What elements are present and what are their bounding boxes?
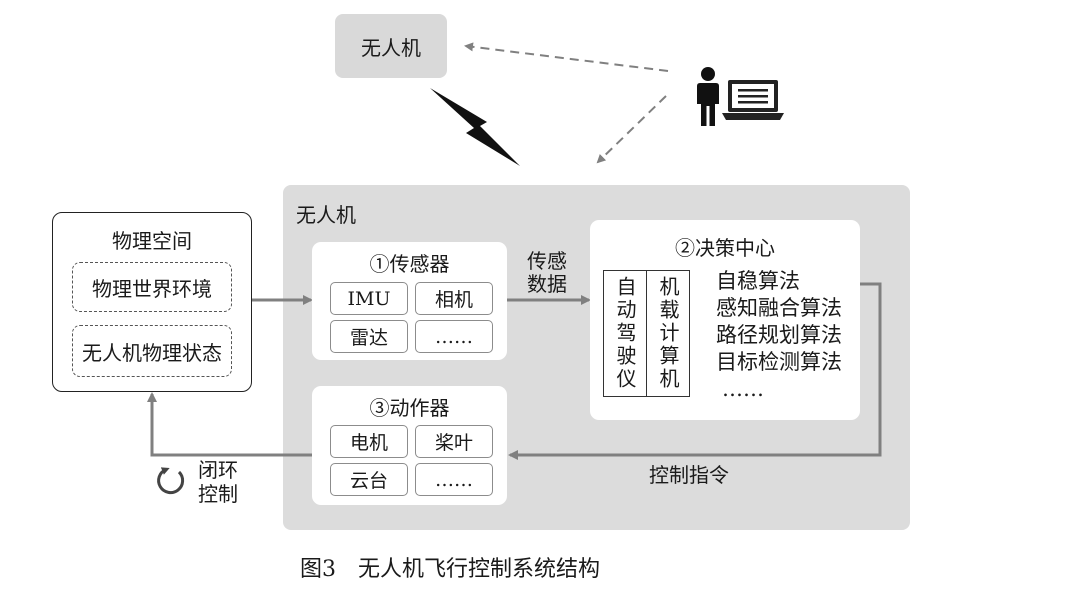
physical-world-environment-label: 物理世界环境 (92, 276, 212, 301)
decision-center-box: ②决策中心 自动驾驶仪 机载计算机 自稳算法 感知融合算法 路径规划算法 目标检… (590, 220, 860, 420)
person-icon (697, 67, 719, 126)
physical-space-title: 物理空间 (112, 229, 192, 253)
algorithm-perception-fusion: 感知融合算法 (716, 296, 842, 320)
sensor-radar: 雷达 (330, 320, 408, 353)
top-drone-label: 无人机 (361, 35, 421, 60)
drone-physical-state-label: 无人机物理状态 (82, 340, 222, 365)
cycle-arrow-icon (157, 467, 185, 495)
decision-modules: 自动驾驶仪 机载计算机 (603, 270, 690, 397)
sensor-radar-label: 雷达 (349, 327, 388, 349)
physical-space-box: 物理空间 物理世界环境 无人机物理状态 (52, 212, 252, 392)
autopilot-module: 自动驾驶仪 (604, 271, 646, 396)
closed-loop-label-line1: 闭环 (198, 458, 238, 482)
actuator-more: …… (415, 463, 493, 496)
sensor-imu-label: IMU (347, 287, 391, 310)
algorithm-object-detection: 目标检测算法 (716, 350, 842, 374)
sensor-more: …… (415, 320, 493, 353)
sensors-box: ①传感器 IMU 相机 雷达 …… (312, 242, 507, 360)
operator-to-system-dashed-arrow (596, 95, 667, 164)
actuator-gimbal-label: 云台 (349, 470, 388, 492)
onboard-computer-module: 机载计算机 (646, 271, 689, 396)
sensor-camera-label: 相机 (434, 289, 473, 311)
operator-to-drone-dashed-arrow (464, 42, 669, 72)
actuator-more-label: …… (435, 468, 473, 491)
onboard-computer-label: 机载计算机 (656, 276, 680, 391)
lightning-icon (430, 88, 520, 166)
control-command-label: 控制指令 (649, 463, 729, 487)
actuator-propeller: 桨叶 (415, 425, 493, 458)
decision-to-actuators-arrow (508, 282, 882, 460)
drone-physical-state: 无人机物理状态 (72, 325, 232, 377)
sensor-camera: 相机 (415, 282, 493, 315)
sensor-more-label: …… (435, 325, 473, 348)
drone-system-label: 无人机 (296, 203, 356, 227)
sensor-data-label-line1: 传感 (527, 249, 567, 273)
figure-caption: 图3 无人机飞行控制系统结构 (300, 557, 600, 582)
physical-world-environment: 物理世界环境 (72, 262, 232, 312)
top-drone-node: 无人机 (335, 14, 447, 78)
algorithm-stabilization: 自稳算法 (716, 269, 800, 293)
actuator-motor-label: 电机 (349, 432, 388, 454)
sensors-title: ①传感器 (369, 252, 450, 276)
algorithm-path-planning: 路径规划算法 (716, 323, 842, 347)
actuators-box: ③动作器 电机 桨叶 云台 …… (312, 386, 507, 505)
actuator-propeller-label: 桨叶 (434, 432, 473, 454)
closed-loop-label-line2: 控制 (198, 482, 238, 506)
actuators-to-physical-arrow (147, 392, 312, 457)
decision-center-title: ②决策中心 (675, 236, 775, 260)
actuator-gimbal: 云台 (330, 463, 408, 496)
autopilot-label: 自动驾驶仪 (613, 276, 637, 391)
actuator-motor: 电机 (330, 425, 408, 458)
sensor-imu: IMU (330, 282, 408, 315)
sensor-data-label-line2: 数据 (527, 272, 567, 296)
algorithm-more: …… (722, 377, 764, 401)
laptop-icon (722, 80, 784, 120)
actuators-title: ③动作器 (369, 396, 450, 420)
